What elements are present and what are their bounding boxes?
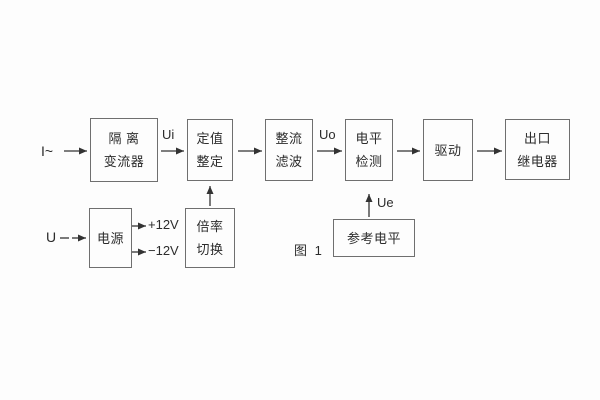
signal-label-ui: Ui [162,127,175,142]
block-label-line: 参考电平 [346,230,401,246]
block-setpoint-adjustment: 定值 整定 [187,119,233,181]
block-label-line: 整定 [196,154,224,169]
block-label-line: 继电器 [517,153,558,169]
input-label-current: I~ [41,143,54,159]
block-reference-level: 参考电平 [333,219,415,257]
block-isolation-transformer: 隔 离 变流器 [90,118,158,182]
block-label-line: 变流器 [103,154,145,169]
block-ratio-switching: 倍率 切换 [185,208,235,268]
block-label-line: 隔 离 [108,131,140,146]
block-label-line: 电源 [96,230,124,246]
block-label-line: 出口 [523,130,551,146]
block-level-detection: 电平 检测 [345,119,393,181]
block-label-line: 滤波 [275,154,303,169]
figure-caption: 图 1 [294,243,324,258]
block-output-relay: 出口 继电器 [505,119,570,180]
block-power-supply: 电源 [89,208,132,268]
block-drive: 驱动 [423,119,473,181]
input-label-voltage: U [46,229,57,245]
signal-label-minus12v: −12V [148,243,179,258]
signal-label-ue: Ue [377,195,394,210]
block-label-line: 电平 [355,131,383,146]
block-label-line: 倍率 [196,219,224,234]
block-label-line: 切换 [196,242,224,257]
block-label-line: 整流 [275,131,303,146]
signal-label-plus12v: +12V [148,217,179,232]
block-label-line: 定值 [196,131,224,146]
block-label-line: 检测 [355,154,383,169]
signal-label-uo: Uo [319,127,336,142]
block-label-line: 驱动 [434,142,462,158]
block-rectifier-filter: 整流 滤波 [265,119,313,181]
